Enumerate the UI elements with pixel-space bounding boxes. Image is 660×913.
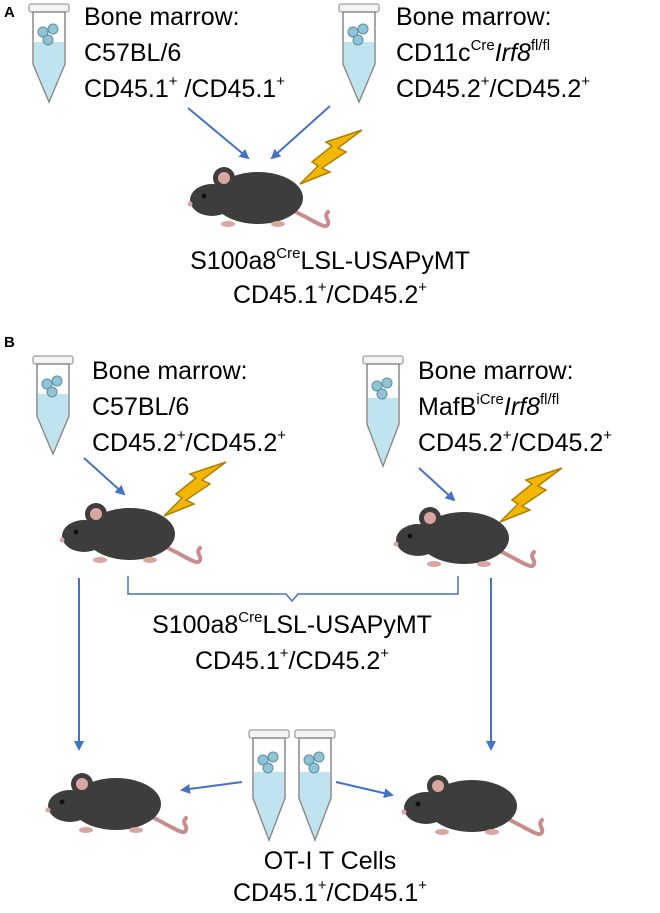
b-donor1-marker: CD45.2+/CD45.2+ — [92, 426, 287, 457]
a-donor2-marker: CD45.2+/CD45.2+ — [396, 72, 591, 103]
mouse-icon — [401, 775, 545, 837]
arrow-b-donor2-to-mouse — [418, 467, 456, 502]
recipient-bracket — [127, 576, 459, 603]
b-donor2-strain: MafBiCreIrf8fl/fl — [418, 390, 560, 421]
irradiation-icon — [499, 467, 563, 523]
mouse-icon — [45, 773, 189, 835]
b-donor1-strain: C57BL/6 — [92, 393, 190, 421]
tube-icon — [338, 3, 380, 104]
mouse-icon — [393, 507, 537, 569]
a-recipient-marker: CD45.1+/CD45.2+ — [232, 278, 427, 309]
a-donor2-strain: CD11cCreIrf8fl/fl — [396, 36, 551, 67]
b-donor2-marker: CD45.2+/CD45.2+ — [418, 426, 613, 457]
tube-icon — [362, 355, 404, 469]
b-donor1-title: Bone marrow: — [92, 357, 248, 385]
irradiation-icon — [163, 461, 227, 517]
b-recipient-marker: CD45.1+/CD45.2+ — [194, 644, 389, 675]
b-donor2-title: Bone marrow: — [418, 357, 574, 385]
a-donor2-title: Bone marrow: — [396, 3, 552, 31]
arrow-a-donor2-to-recipient — [270, 105, 331, 160]
mouse-icon — [187, 167, 331, 229]
a-donor1-title: Bone marrow: — [84, 3, 240, 31]
tube-icon — [294, 729, 336, 843]
arrow-b-donor1-to-mouse — [83, 457, 126, 496]
b-recipient-name: S100a8CreLSL-USAPyMT — [152, 608, 432, 639]
tube-icon — [248, 729, 290, 843]
arrow-a-donor1-to-recipient — [187, 107, 250, 160]
panel-label-a: A — [4, 4, 15, 21]
b-transfer-marker: CD45.1+/CD45.1+ — [232, 876, 427, 907]
a-donor1-strain: C57BL/6 — [84, 39, 182, 67]
tube-icon — [32, 355, 74, 456]
a-recipient-name: S100a8CreLSL-USAPyMT — [190, 244, 470, 275]
arrow-b-cells-to-left-mouse — [180, 781, 243, 794]
tube-icon — [28, 3, 70, 104]
irradiation-icon — [299, 129, 363, 185]
mouse-icon — [59, 503, 203, 565]
a-donor1-marker: CD45.1+ /CD45.1+ — [84, 72, 285, 103]
b-transfer-name: OT-I T Cells — [263, 847, 397, 875]
arrow-b-cells-to-right-mouse — [335, 781, 394, 799]
panel-label-b: B — [4, 334, 15, 351]
